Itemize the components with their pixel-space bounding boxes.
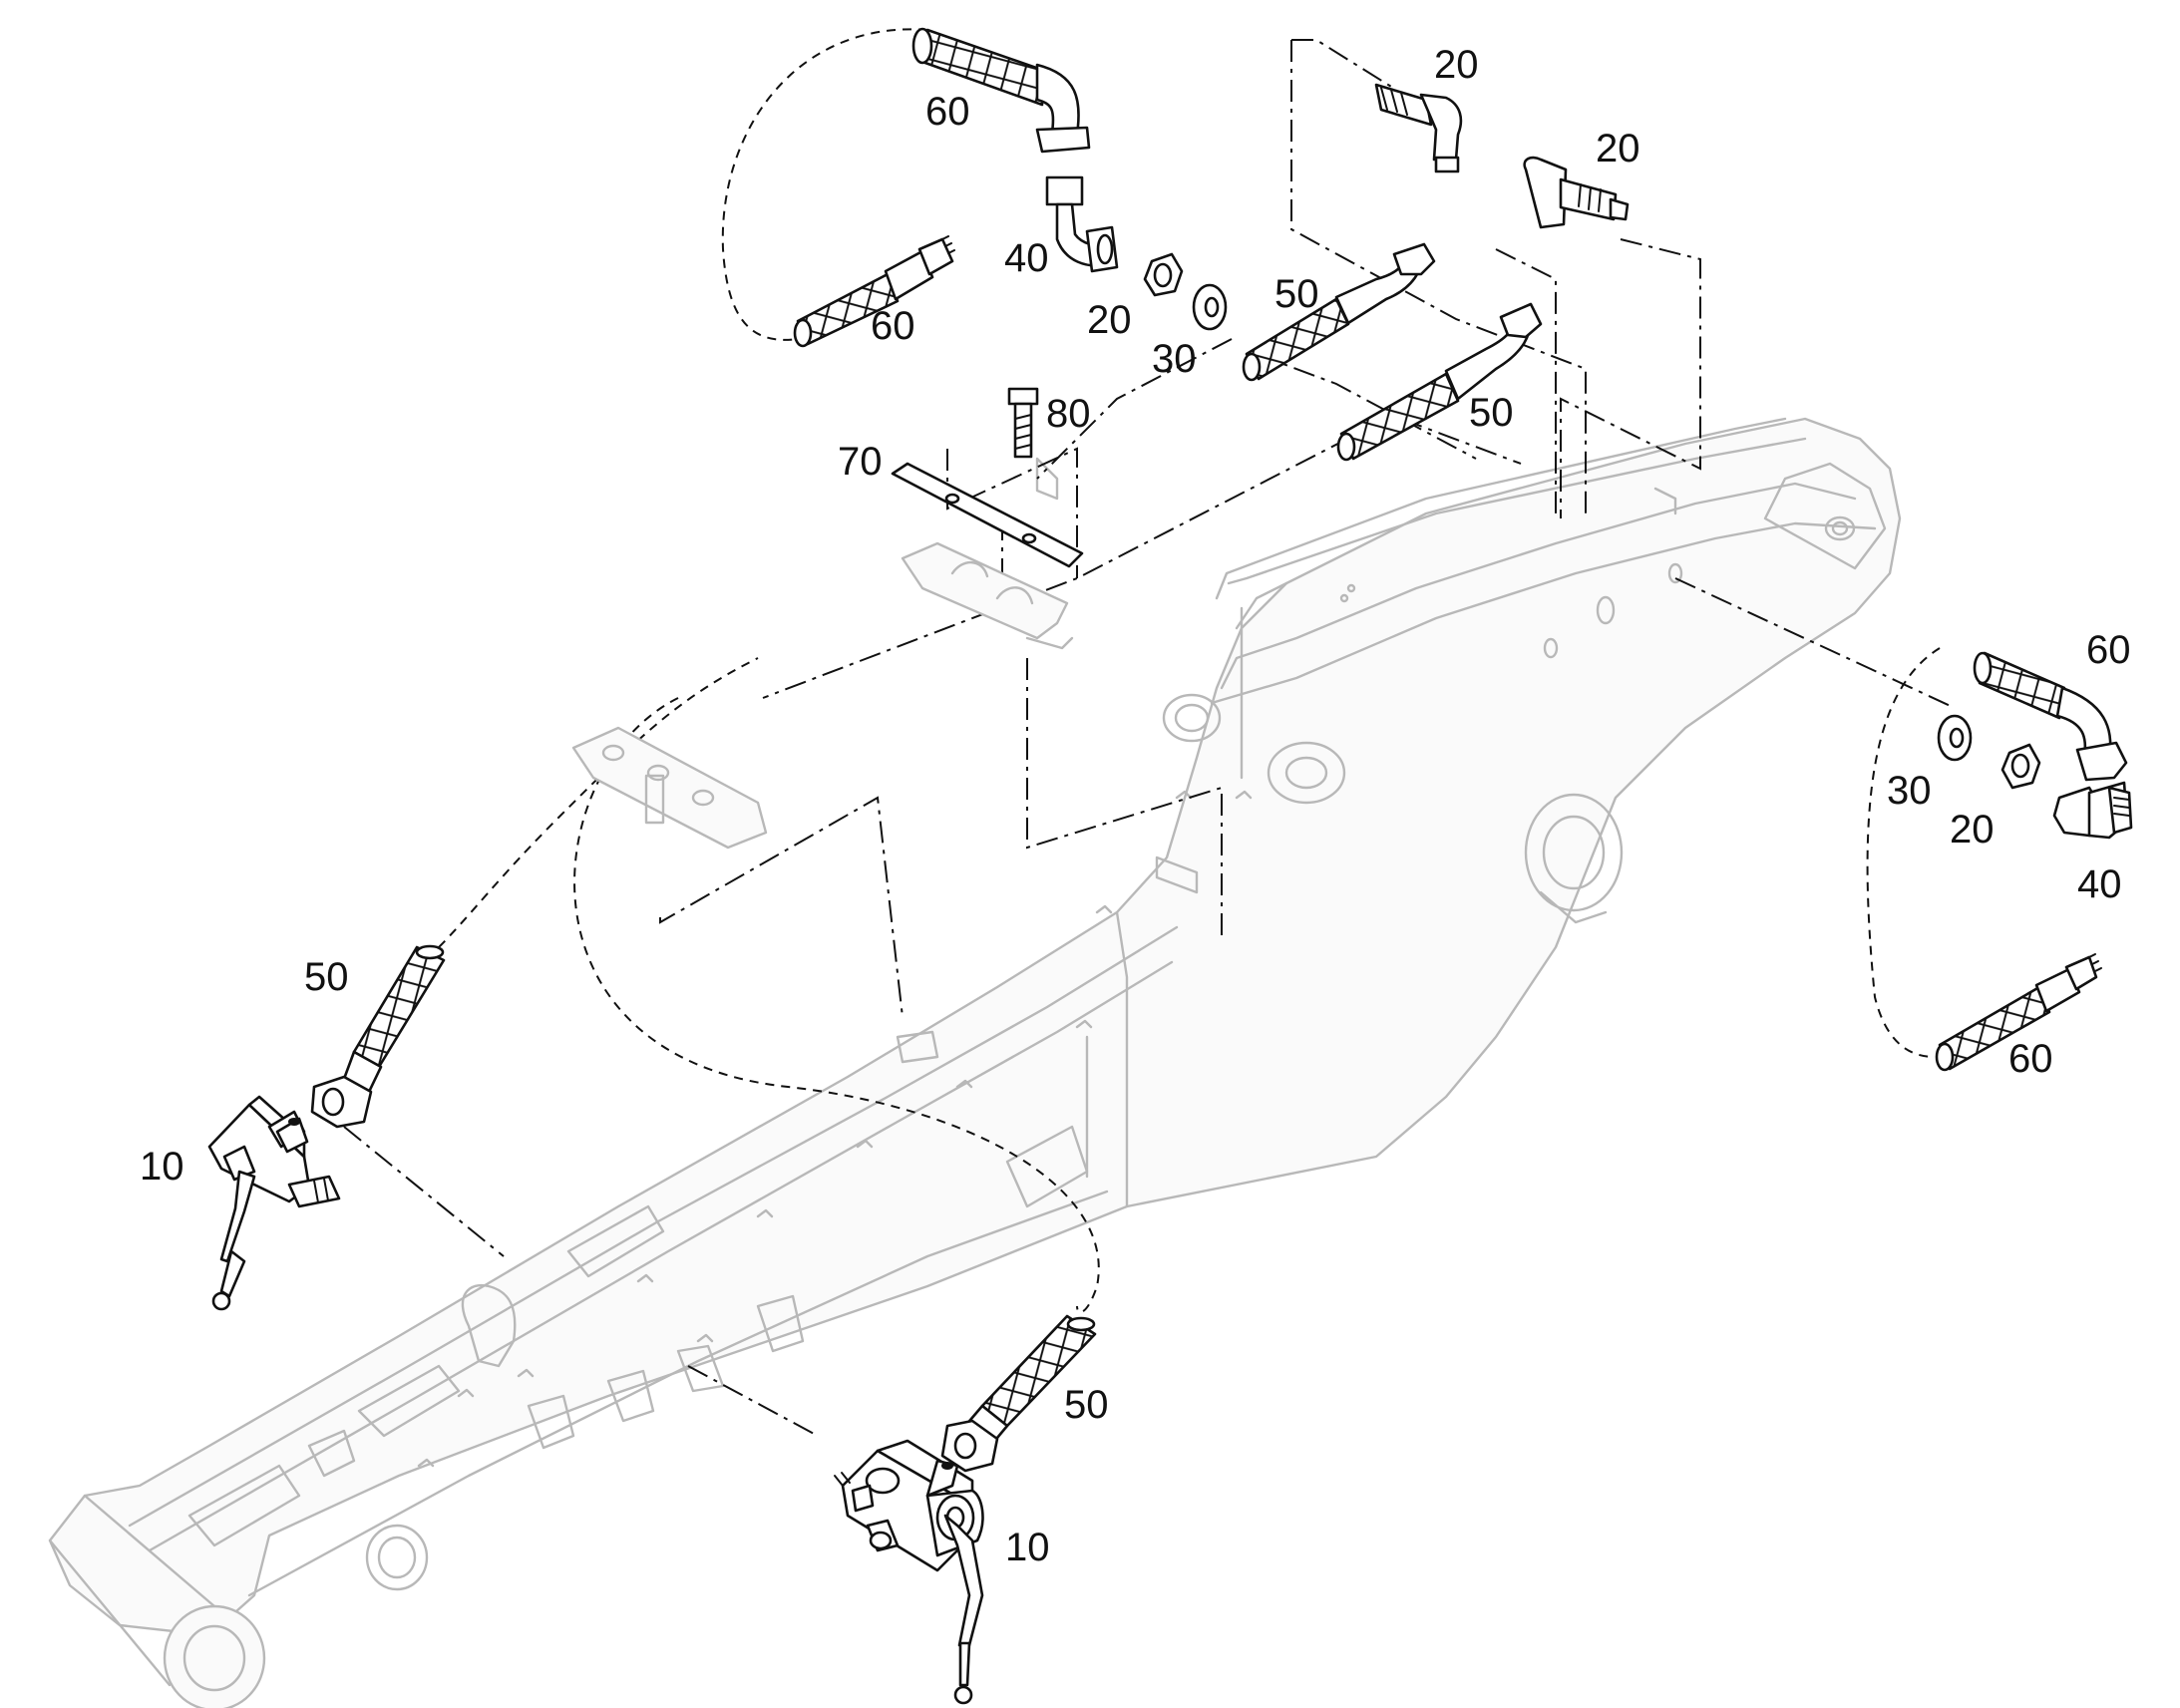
boom-arm (48, 417, 1902, 1708)
callout-50-left: 50 (304, 955, 349, 999)
hose-50-upper (1242, 242, 1436, 382)
valve-10-bottom (834, 1439, 984, 1705)
washer-30-top (1192, 283, 1228, 331)
callout-70: 70 (838, 440, 883, 484)
leader-lines (343, 28, 1956, 1437)
nut-20-top (1143, 252, 1184, 297)
elbow-fitting-20-top-2 (1523, 156, 1630, 229)
callout-50-top-2: 50 (1469, 391, 1514, 435)
callout-40-top: 40 (1004, 236, 1049, 280)
callout-labels: 20 20 60 40 60 20 30 50 50 80 70 60 30 2… (140, 43, 2131, 1569)
hose-60-top-straight (793, 235, 955, 348)
clamp-block (901, 541, 1074, 650)
callout-20-top-1: 20 (1434, 43, 1479, 87)
hose-60-right-elbow (1973, 651, 2128, 782)
hose-clamp-assembly (571, 726, 768, 850)
callout-30-top: 30 (1152, 337, 1197, 381)
hose-50-left (310, 944, 446, 1129)
washer-30-right (1937, 714, 1973, 762)
callout-80: 80 (1046, 392, 1091, 436)
callout-60-right-1: 60 (2086, 628, 2131, 672)
callout-50-top-1: 50 (1274, 272, 1319, 316)
elbow-fitting-40-top (1045, 175, 1119, 273)
callout-60-top-2: 60 (871, 304, 915, 348)
elbow-fitting-20-top-1 (1374, 83, 1463, 173)
callout-50-bottom: 50 (1064, 1383, 1109, 1427)
callout-60-right-2: 60 (2008, 1037, 2053, 1081)
callout-20-top-2: 20 (1596, 127, 1640, 171)
valve-10-left (207, 1095, 341, 1311)
plate-70 (891, 462, 1084, 568)
hose-50-bottom (940, 1314, 1097, 1473)
callout-20-top-left: 20 (1087, 298, 1132, 342)
callout-10-left: 10 (140, 1145, 184, 1189)
callout-10-bottom: 10 (1005, 1526, 1050, 1569)
callout-40-right: 40 (2077, 862, 2122, 906)
hose-60-top-elbow (911, 27, 1091, 154)
elbow-fitting-40-right (2052, 781, 2133, 840)
callout-30-right: 30 (1887, 769, 1932, 813)
callout-20-right: 20 (1950, 808, 1995, 852)
hose-60-right-straight (1935, 953, 2102, 1072)
bolt-80 (1007, 387, 1039, 459)
nut-20-right (2000, 743, 2041, 790)
callout-60-top-1: 60 (925, 90, 970, 134)
hose-50-lower (1336, 302, 1543, 462)
